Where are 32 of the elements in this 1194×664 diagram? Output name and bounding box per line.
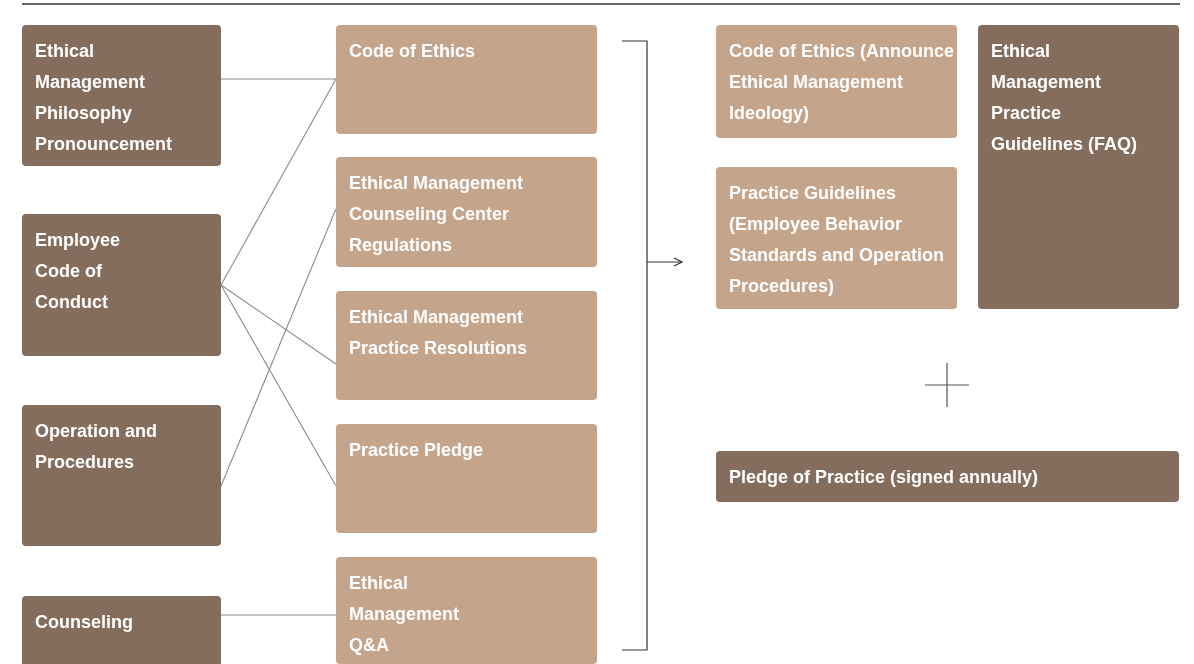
box-text: Ethical Management Q&A (349, 572, 461, 657)
connector-line (220, 208, 337, 487)
connector-line (220, 284, 337, 365)
text-box (336, 557, 597, 664)
text-box (716, 451, 1179, 502)
box-text: Ethical Management Practice Guidelines (FAQ) (991, 40, 1138, 156)
text-box (336, 291, 597, 400)
box-text: Practice Guidelines (Employee Behavior Standards and Operation Procedures) (729, 182, 946, 298)
connector-line (220, 78, 337, 80)
box-text: Practice Pledge (349, 439, 485, 462)
box-text: Counseling (35, 611, 134, 634)
text-box (336, 25, 597, 134)
text-box (336, 157, 597, 267)
text-box (716, 25, 957, 138)
box-text: Employee Code of Conduct (35, 229, 122, 314)
connector-line (220, 78, 337, 286)
box-text: Ethical Management Practice Resolutions (349, 306, 529, 360)
box-text: Ethical Management Counseling Center Regulations (349, 172, 525, 257)
box-text: Code of Ethics (Announce Ethical Management Ideology) (729, 40, 954, 125)
box-text: Pledge of Practice (signed annually) (729, 466, 1040, 489)
box-text: Operation and Procedures (35, 420, 158, 474)
text-box (22, 214, 221, 356)
text-box (716, 167, 957, 309)
connector-line (220, 284, 337, 487)
text-box (22, 596, 221, 664)
text-box (336, 424, 597, 533)
box-text: Code of Ethics (349, 40, 476, 63)
connector-line (220, 614, 337, 616)
text-box (22, 405, 221, 546)
box-text: Ethical Management Philosophy Pronouncement (35, 40, 173, 156)
text-box (22, 25, 221, 166)
text-box (978, 25, 1179, 309)
